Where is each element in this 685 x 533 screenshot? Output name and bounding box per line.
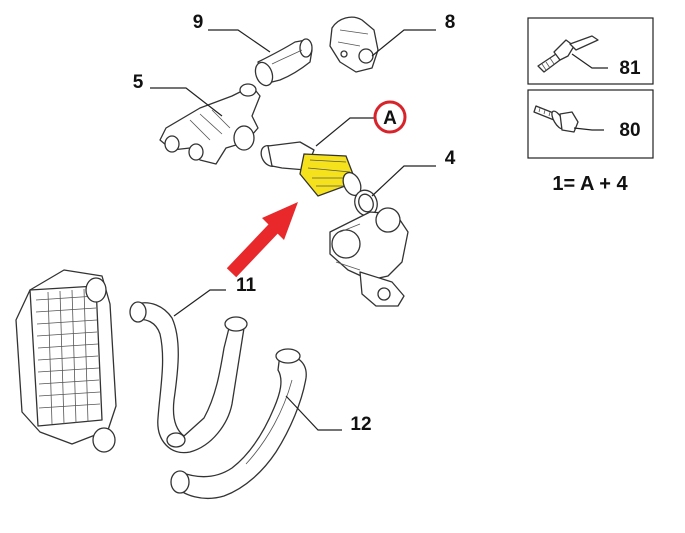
callout-4: 4: [445, 148, 456, 169]
direction-arrow-icon: [226, 202, 298, 278]
callout-12: 12: [350, 414, 371, 435]
part-5-manifold-pipe: [159, 83, 261, 165]
callout-11: 11: [236, 275, 257, 296]
callout-5: 5: [133, 72, 144, 93]
part-A-highlighted-hose: [260, 141, 362, 197]
turbocharger: [329, 207, 409, 307]
legend-box-80: 80: [527, 89, 654, 159]
callout-A-ring: [373, 100, 407, 134]
part-12-hose: [170, 348, 307, 499]
leader-lines: [150, 29, 436, 431]
callout-9: 9: [193, 12, 204, 33]
part-11-hose: [129, 301, 248, 454]
flanged-screw-icon: [533, 105, 579, 133]
callout-A: A: [383, 108, 397, 129]
legend-number-80: 80: [619, 120, 640, 141]
legend-box-81: 81: [527, 17, 654, 85]
bolt-icon: [537, 35, 599, 73]
part-8-housing: [329, 16, 379, 73]
part-4-o-ring: [354, 189, 378, 217]
intercooler: [15, 269, 117, 453]
legend-equation: 1= A + 4: [552, 173, 628, 195]
legend-number-81: 81: [619, 58, 641, 79]
callout-8: 8: [445, 12, 456, 33]
part-9-hose: [254, 38, 313, 87]
